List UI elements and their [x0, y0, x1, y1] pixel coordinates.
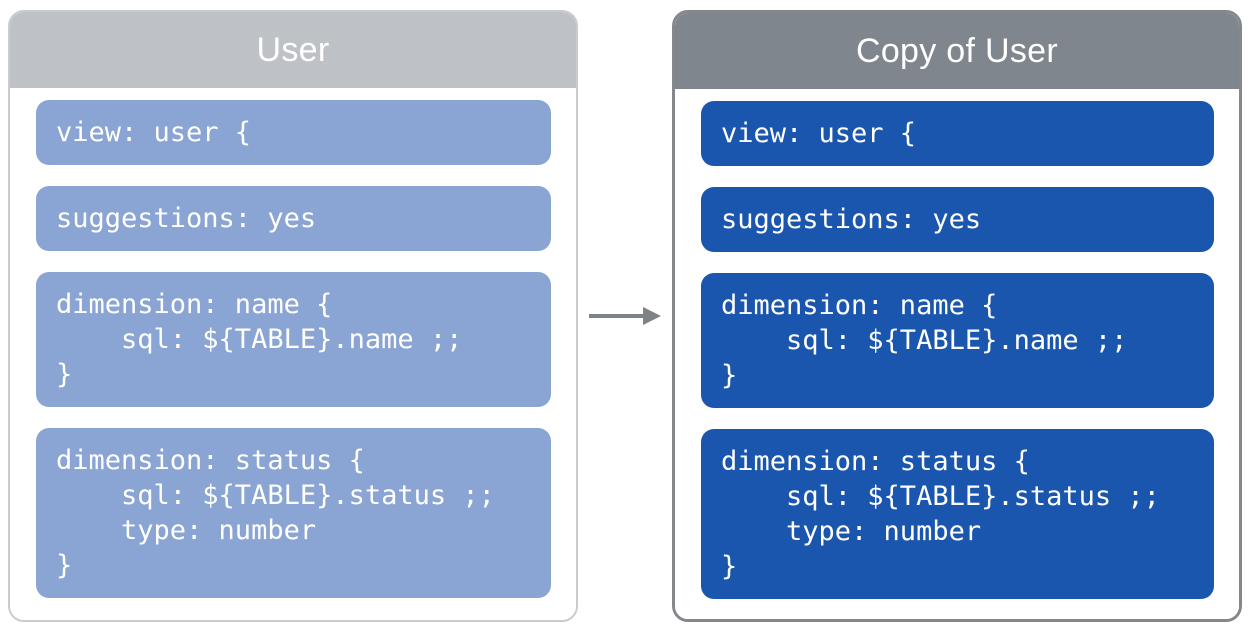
user-panel-header: User: [10, 12, 576, 88]
user-panel-body: view: user { suggestions: yes dimension:…: [10, 88, 576, 620]
diagram-row: User view: user { suggestions: yes dimen…: [8, 10, 1242, 622]
copy-panel-body: view: user { suggestions: yes dimension:…: [675, 89, 1239, 619]
copy-panel-header: Copy of User: [675, 13, 1239, 89]
copy-panel-title: Copy of User: [855, 31, 1058, 70]
code-block-dimension-status: dimension: status { sql: ${TABLE}.status…: [36, 428, 551, 598]
code-block-dimension-status: dimension: status { sql: ${TABLE}.status…: [701, 429, 1214, 599]
user-view-panel: User view: user { suggestions: yes dimen…: [8, 10, 578, 622]
code-block-suggestions: suggestions: yes: [36, 186, 551, 251]
code-block-view-declaration: view: user {: [701, 101, 1214, 166]
code-block-dimension-name: dimension: name { sql: ${TABLE}.name ;; …: [701, 273, 1214, 408]
code-block-view-declaration: view: user {: [36, 100, 551, 165]
user-panel-title: User: [256, 30, 330, 69]
code-block-suggestions: suggestions: yes: [701, 187, 1214, 252]
arrow-gap: [578, 10, 672, 622]
right-arrow-icon: [589, 307, 661, 325]
code-block-dimension-name: dimension: name { sql: ${TABLE}.name ;; …: [36, 272, 551, 407]
copy-of-user-view-panel: Copy of User view: user { suggestions: y…: [672, 10, 1242, 622]
